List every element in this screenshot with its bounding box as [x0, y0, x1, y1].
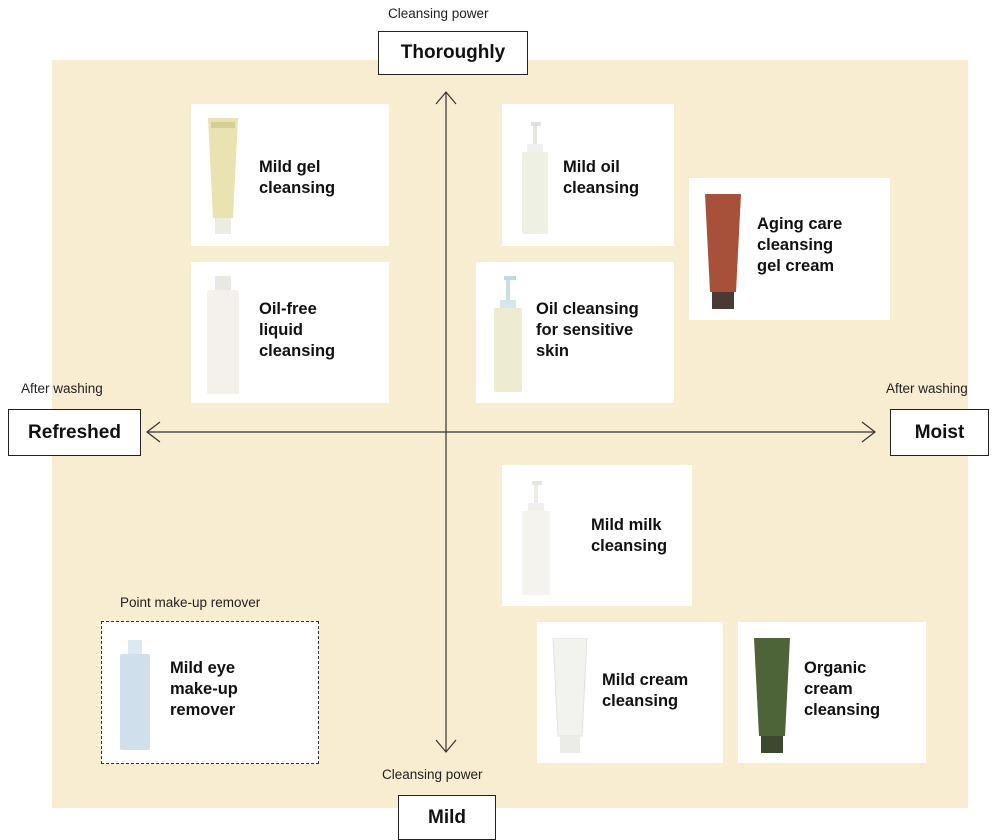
tube-icon: [752, 638, 792, 754]
left-axis-caption: After washing: [21, 381, 103, 396]
product-card-mild-cream-cleansing: Mild cream cleansing: [537, 622, 723, 763]
product-name: Organic cream cleansing: [804, 659, 881, 719]
top-axis-caption: Cleansing power: [388, 6, 489, 21]
pump-bottle-icon: [518, 122, 552, 236]
product-name: Mild eye make-up remover: [170, 659, 238, 719]
left-axis-label: Refreshed: [8, 409, 141, 456]
right-axis-label: Moist: [890, 409, 989, 456]
product-name: Mild oil cleansing: [563, 158, 640, 197]
bottom-axis-label: Mild: [398, 795, 496, 840]
bottle-icon: [205, 276, 241, 394]
product-card-aging-care-cleansing-gel-cream: Aging care cleansing gel cream: [689, 178, 890, 320]
bottom-axis-caption: Cleansing power: [382, 767, 483, 782]
bottle-icon: [118, 640, 152, 750]
tube-icon: [703, 194, 743, 310]
product-card-oil-cleansing-for-sensitive-skin: Oil cleansing for sensitive skin: [476, 262, 674, 403]
product-card-oil-free-liquid-cleansing: Oil-free liquid cleansing: [191, 262, 389, 403]
pump-bottle-icon: [518, 481, 554, 597]
product-name: Oil-free liquid cleansing: [259, 300, 336, 360]
product-name: Oil cleansing for sensitive skin: [536, 300, 639, 360]
right-axis-caption: After washing: [886, 381, 968, 396]
group-caption-point-make-up-remover: Point make-up remover: [120, 595, 261, 610]
pump-bottle-icon: [490, 276, 526, 394]
product-card-mild-eye-make-up-remover: Mild eye make-up remover: [101, 621, 319, 764]
product-name: Mild cream cleansing: [602, 671, 689, 710]
product-name: Aging care cleansing gel cream: [757, 215, 843, 275]
product-name: Mild gel cleansing: [259, 158, 336, 197]
top-axis-label: Thoroughly: [378, 31, 528, 75]
product-card-mild-milk-cleansing: Mild milk cleansing: [502, 465, 692, 606]
tube-icon: [205, 118, 241, 236]
product-card-mild-gel-cleansing: Mild gel cleansing: [191, 104, 389, 246]
product-card-organic-cream-cleansing: Organic cream cleansing: [738, 622, 926, 763]
product-card-mild-oil-cleansing: Mild oil cleansing: [502, 104, 674, 246]
product-name: Mild milk cleansing: [591, 516, 668, 555]
tube-icon: [551, 638, 589, 754]
